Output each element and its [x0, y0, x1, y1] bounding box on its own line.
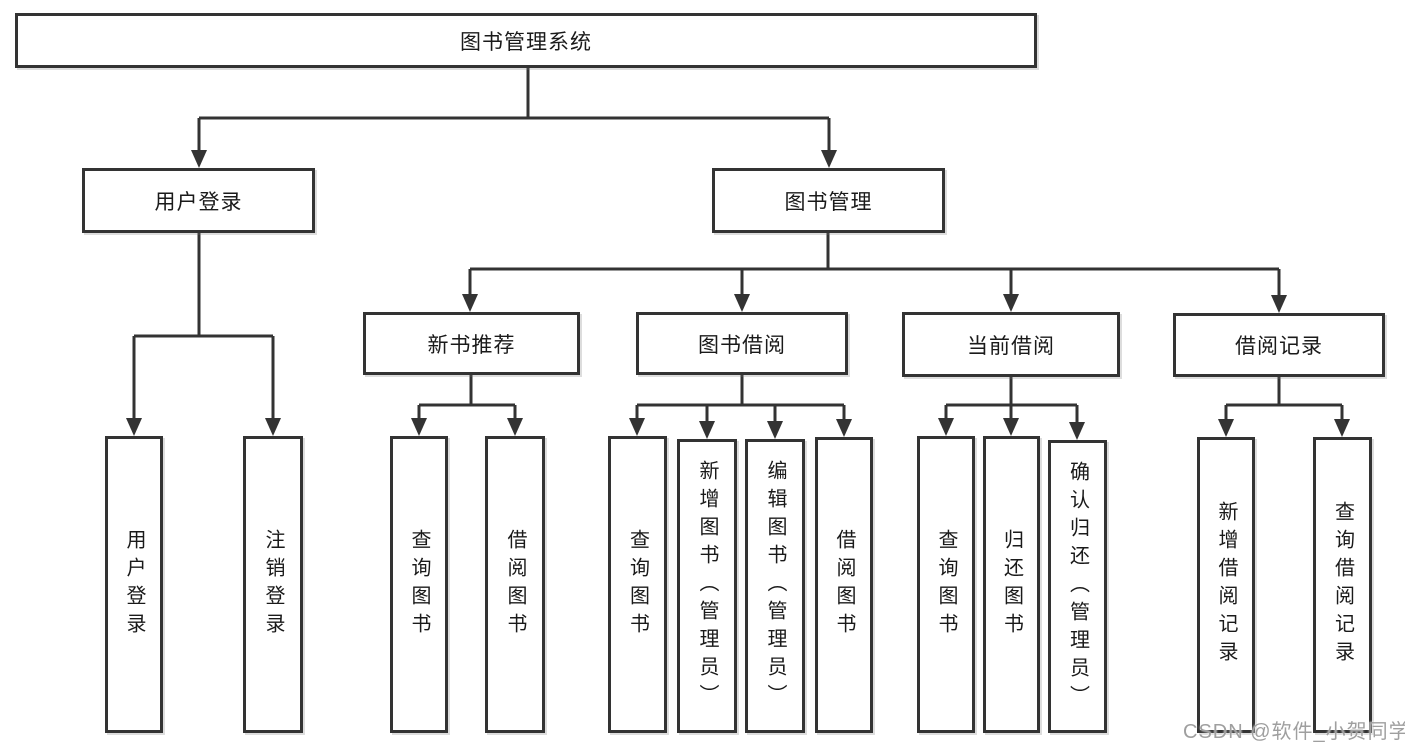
node-book-management: 图书管理 [712, 168, 945, 233]
leaf-user-login-label: 用户登录 [123, 528, 145, 641]
leaf-borrow-books-recommend-label: 借阅图书 [504, 528, 526, 641]
leaf-query-books-borrow-label: 查询图书 [626, 528, 649, 641]
node-user-login-label: 用户登录 [154, 190, 243, 214]
node-new-book-recommend-label: 新书推荐 [427, 333, 516, 357]
node-user-login: 用户登录 [82, 168, 315, 233]
leaf-add-books-admin: 新增图书（管理员） [677, 439, 737, 733]
leaf-add-books-admin-label: 新增图书（管理员） [696, 460, 718, 712]
leaf-edit-books-admin: 编辑图书（管理员） [745, 439, 805, 733]
leaf-query-books-borrow: 查询图书 [608, 436, 667, 733]
leaf-return-books-label: 归还图书 [1000, 528, 1023, 641]
node-borrow-records-label: 借阅记录 [1235, 335, 1323, 358]
leaf-add-borrow-record: 新增借阅记录 [1197, 437, 1255, 733]
leaf-query-books-recommend-label: 查询图书 [408, 528, 430, 641]
arrowheads [126, 150, 1350, 440]
node-book-borrow-label: 图书借阅 [698, 333, 786, 357]
leaf-borrow-books-recommend: 借阅图书 [485, 436, 545, 733]
leaf-logout-label: 注销登录 [262, 528, 284, 641]
leaf-borrow-books-borrow: 借阅图书 [815, 437, 873, 733]
node-new-book-recommend: 新书推荐 [363, 312, 580, 375]
leaf-query-books-recommend: 查询图书 [390, 436, 448, 733]
leaf-query-books-current: 查询图书 [917, 436, 975, 733]
leaf-query-books-current-label: 查询图书 [935, 528, 957, 641]
leaf-query-borrow-record: 查询借阅记录 [1313, 437, 1372, 733]
leaf-add-borrow-record-label: 新增借阅记录 [1215, 501, 1237, 669]
node-book-borrow: 图书借阅 [636, 312, 848, 375]
node-root: 图书管理系统 [15, 13, 1037, 68]
csdn-watermark: CSDN @软件_小贺同学 [1183, 721, 1405, 743]
node-book-management-label: 图书管理 [784, 190, 873, 214]
node-current-borrow: 当前借阅 [902, 312, 1120, 377]
leaf-confirm-return-admin-label: 确认归还（管理员） [1066, 460, 1089, 713]
leaf-logout: 注销登录 [243, 436, 303, 733]
node-root-label: 图书管理系统 [460, 30, 592, 54]
leaf-return-books: 归还图书 [983, 436, 1040, 733]
leaf-user-login: 用户登录 [105, 436, 163, 733]
node-current-borrow-label: 当前借阅 [967, 334, 1055, 358]
leaf-confirm-return-admin: 确认归还（管理员） [1048, 440, 1107, 733]
leaf-query-borrow-record-label: 查询借阅记录 [1331, 501, 1354, 669]
leaf-edit-books-admin-label: 编辑图书（管理员） [764, 460, 786, 712]
node-borrow-records: 借阅记录 [1173, 313, 1385, 377]
leaf-borrow-books-borrow-label: 借阅图书 [833, 529, 855, 641]
